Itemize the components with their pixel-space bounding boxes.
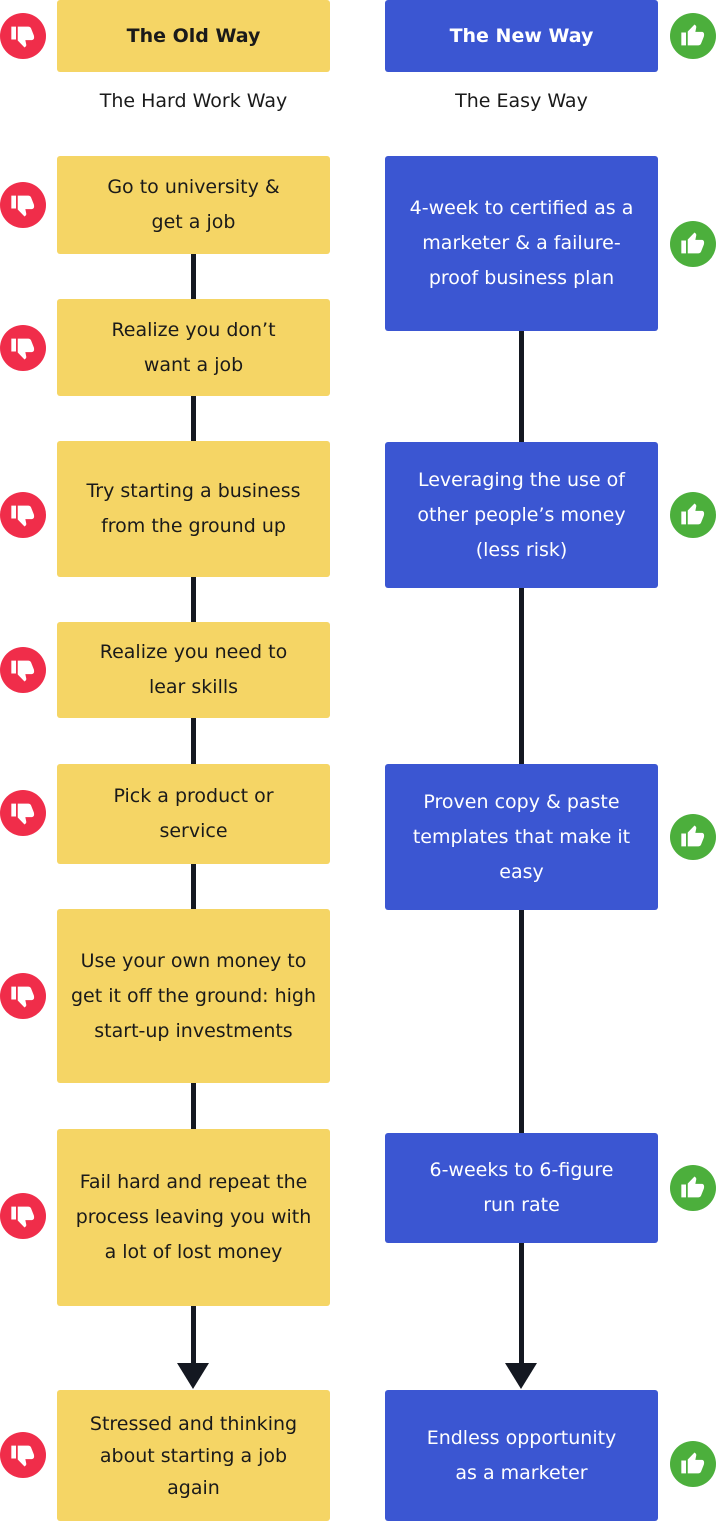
thumbs-down-icon — [0, 647, 46, 693]
old-step-4: Realize you need to lear skills — [57, 622, 330, 718]
new-connector-4 — [519, 1243, 524, 1366]
new-way-subtitle: The Easy Way — [455, 90, 588, 112]
old-step-8: Stressed and thinking about starting a j… — [57, 1390, 330, 1521]
new-step-4: 6-weeks to 6-figure run rate — [385, 1133, 658, 1243]
old-step-1: Go to university & get a job — [57, 156, 330, 254]
old-step-3: Try starting a business from the ground … — [57, 441, 330, 577]
thumbs-up-icon — [670, 1165, 716, 1211]
old-arrowhead — [177, 1363, 209, 1389]
thumbs-down-icon — [0, 182, 46, 228]
old-step-7: Fail hard and repeat the process leaving… — [57, 1129, 330, 1306]
thumbs-up-icon — [670, 13, 716, 59]
old-connector-7 — [191, 1306, 196, 1366]
old-connector-1 — [191, 254, 196, 299]
thumbs-up-icon — [670, 492, 716, 538]
new-connector-1 — [519, 331, 524, 442]
old-way-subtitle: The Hard Work Way — [99, 90, 288, 112]
thumbs-down-icon — [0, 13, 46, 59]
new-way-header: The New Way — [385, 0, 658, 72]
new-arrowhead — [505, 1363, 537, 1389]
old-connector-6 — [191, 1083, 196, 1129]
thumbs-down-icon — [0, 492, 46, 538]
old-step-6: Use your own money to get it off the gro… — [57, 909, 330, 1083]
old-connector-2 — [191, 396, 196, 441]
thumbs-up-icon — [670, 221, 716, 267]
old-connector-3 — [191, 577, 196, 622]
thumbs-down-icon — [0, 325, 46, 371]
new-step-5: Endless opportunity as a marketer — [385, 1390, 658, 1521]
new-step-1: 4-week to certified as a marketer & a fa… — [385, 156, 658, 331]
thumbs-down-icon — [0, 1432, 46, 1478]
new-connector-2 — [519, 588, 524, 764]
new-step-2: Leveraging the use of other people’s mon… — [385, 442, 658, 588]
old-step-5: Pick a product or service — [57, 764, 330, 864]
new-connector-3 — [519, 910, 524, 1133]
thumbs-up-icon — [670, 814, 716, 860]
old-step-2: Realize you don’t want a job — [57, 299, 330, 396]
thumbs-up-icon — [670, 1441, 716, 1487]
thumbs-down-icon — [0, 790, 46, 836]
old-connector-4 — [191, 718, 196, 764]
old-way-header: The Old Way — [57, 0, 330, 72]
thumbs-down-icon — [0, 973, 46, 1019]
old-connector-5 — [191, 864, 196, 909]
thumbs-down-icon — [0, 1193, 46, 1239]
new-step-3: Proven copy & paste templates that make … — [385, 764, 658, 910]
